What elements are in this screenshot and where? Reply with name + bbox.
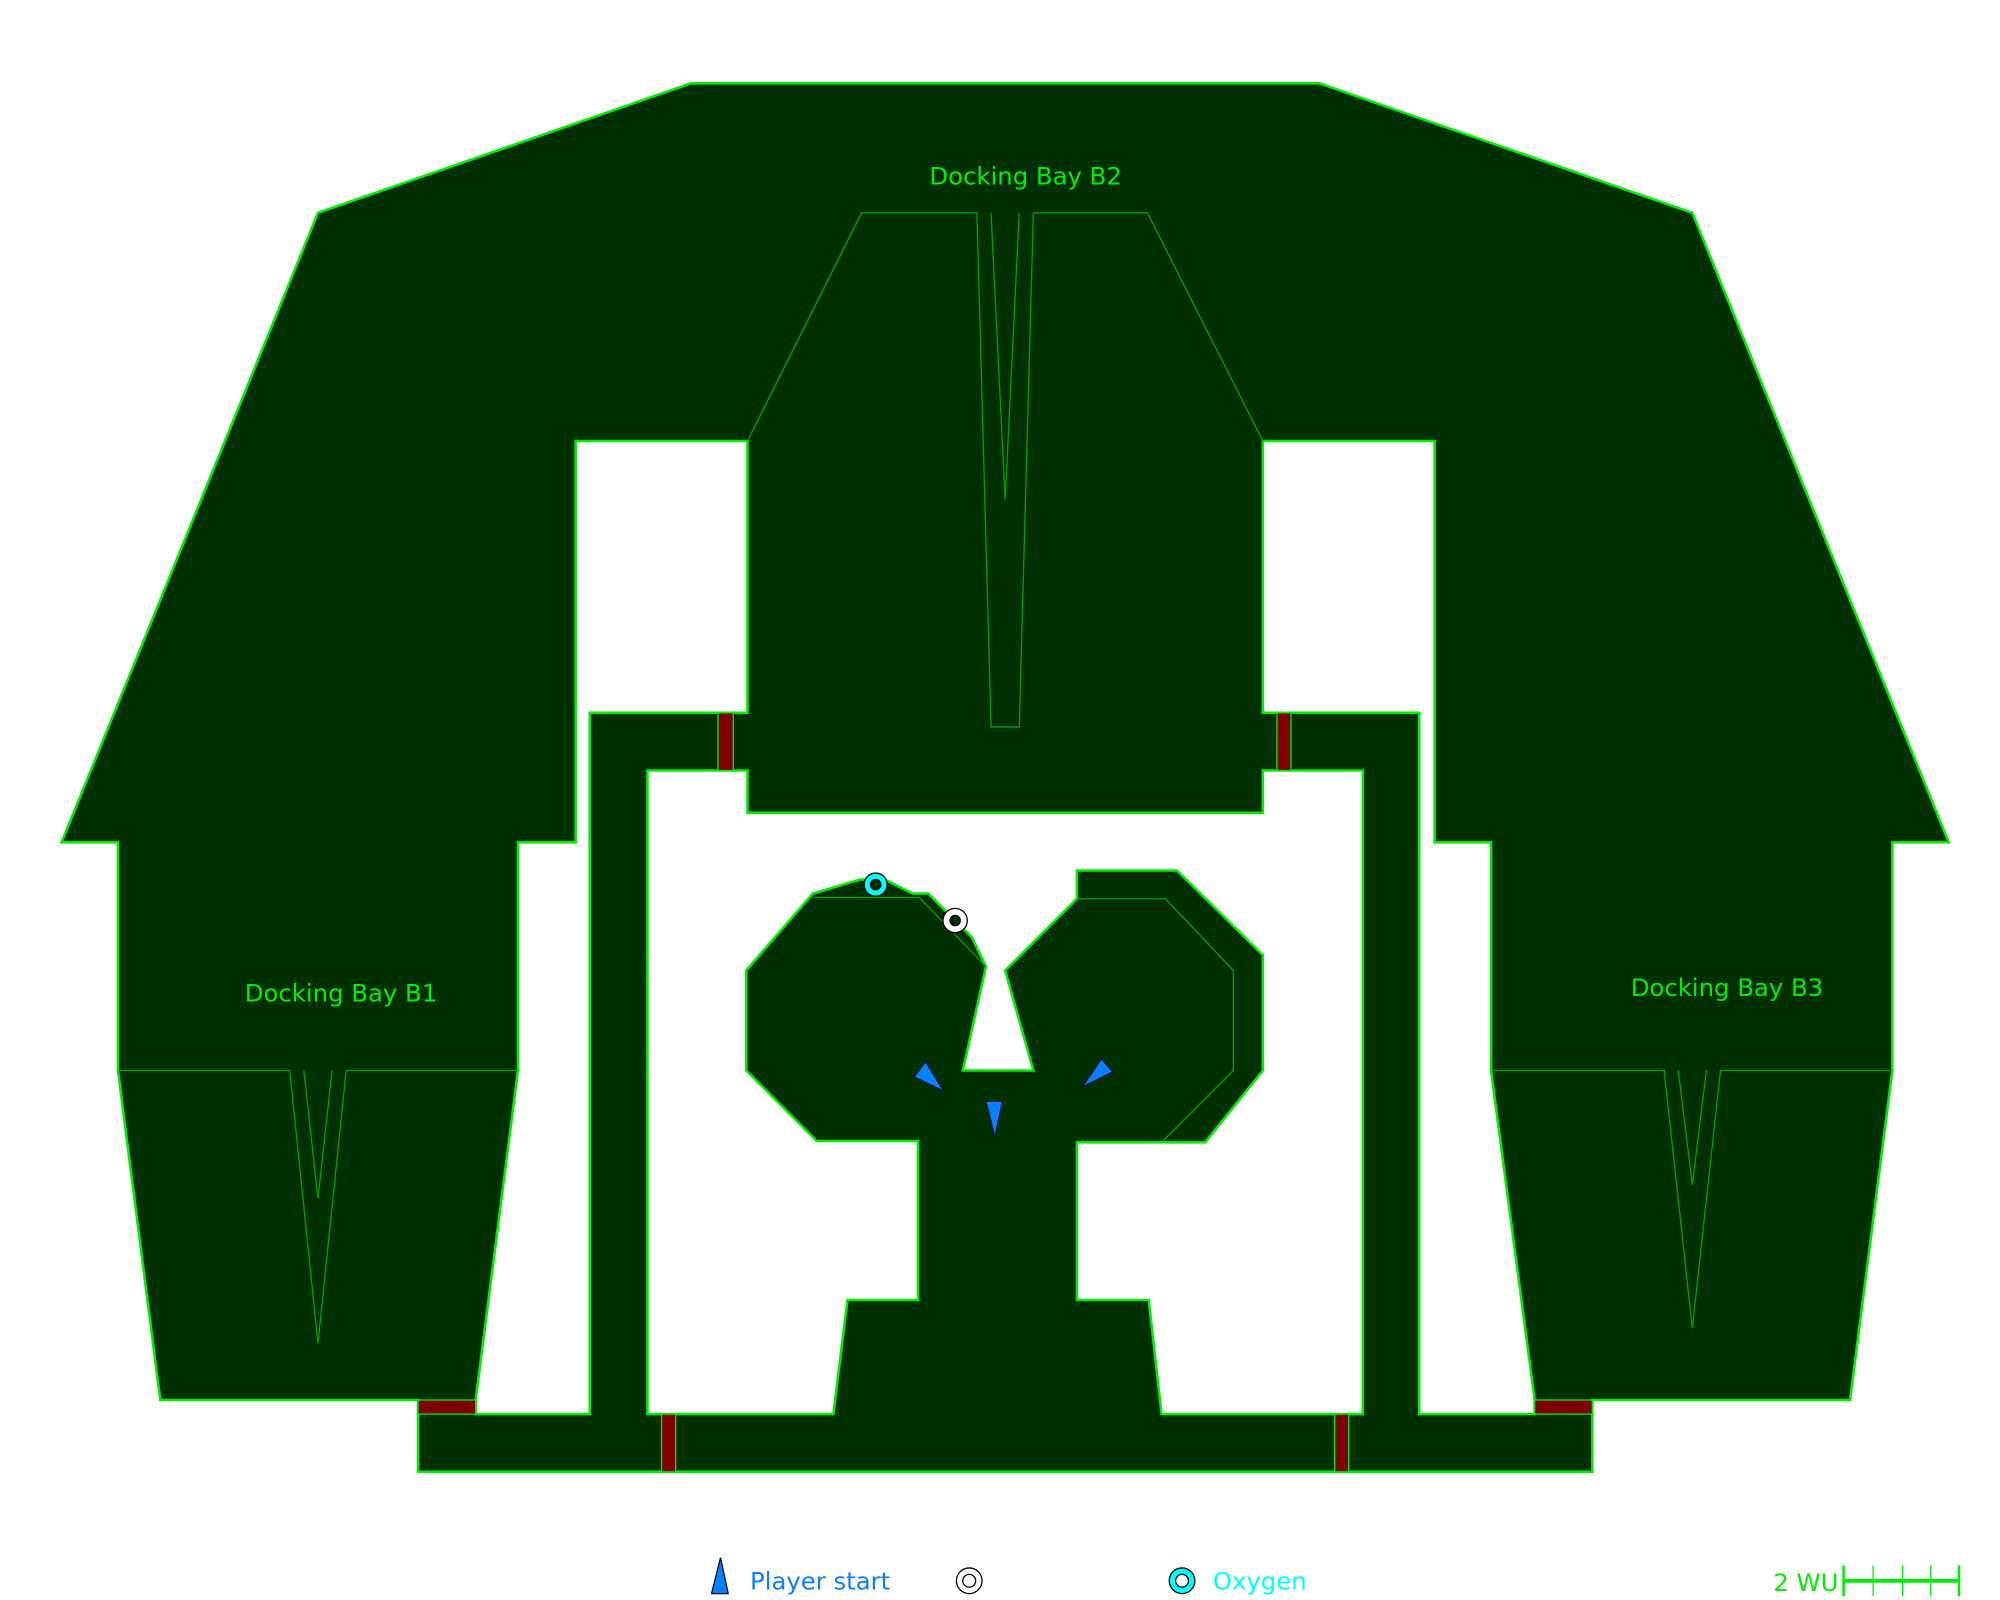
room-label-b2: Docking Bay B2	[929, 162, 1121, 191]
right-void	[1261, 439, 1536, 1416]
door[interactable]	[1276, 712, 1292, 772]
door[interactable]	[1533, 1399, 1593, 1415]
room-label-b3: Docking Bay B3	[1631, 973, 1823, 1002]
scale-label: 2 WU	[1773, 1568, 1838, 1597]
scale-bar	[1842, 1565, 1961, 1597]
oxygen-icon[interactable]	[863, 872, 888, 897]
player-start-icon[interactable]	[1080, 1057, 1114, 1089]
player-start-icon[interactable]	[985, 1100, 1004, 1138]
door[interactable]	[1333, 1413, 1350, 1473]
legend-player-label: Player start	[750, 1567, 890, 1596]
legend-oxygen-icon	[1168, 1567, 1196, 1595]
legend-ring-icon	[955, 1567, 983, 1595]
ring-item-icon[interactable]	[942, 907, 968, 934]
inner-lines	[117, 212, 1893, 1344]
door[interactable]	[660, 1413, 677, 1473]
room-label-b1: Docking Bay B1	[245, 978, 437, 1007]
player-start-icon[interactable]	[913, 1060, 946, 1093]
central-void	[646, 769, 1365, 1416]
door[interactable]	[417, 1399, 477, 1415]
hull-floor	[59, 82, 1951, 1474]
door[interactable]	[717, 712, 734, 772]
legend-player-icon	[710, 1557, 729, 1595]
legend-oxygen-label: Oxygen	[1213, 1567, 1307, 1596]
